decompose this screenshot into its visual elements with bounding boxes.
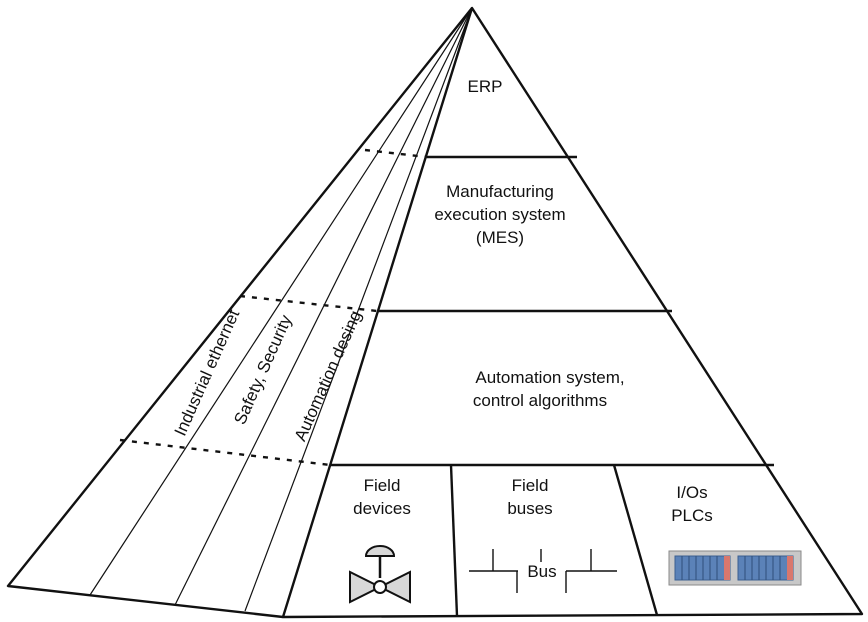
dashed-divider-middle: [239, 294, 378, 313]
automation-label-line2: control algorithms: [473, 391, 607, 410]
bus-line-icon: Bus: [469, 549, 617, 593]
divider-field-1: [449, 464, 459, 617]
side-line-1: [89, 7, 473, 596]
field-buses-label-line2: buses: [507, 499, 552, 518]
side-line-3: [244, 7, 473, 612]
automation-label-line1: Automation system,: [475, 368, 624, 387]
ios-plcs-label-line2: PLCs: [671, 506, 713, 525]
valve-icon: [349, 545, 411, 604]
field-devices-label-line2: devices: [353, 499, 411, 518]
ios-plcs-label-line1: I/Os: [676, 483, 707, 502]
side-line-2: [174, 7, 473, 606]
divider-field-2: [612, 464, 659, 616]
mes-label-line1: Manufacturing: [446, 182, 554, 201]
field-buses-label-line1: Field: [512, 476, 549, 495]
field-devices-label-line1: Field: [364, 476, 401, 495]
bus-label: Bus: [527, 562, 556, 581]
erp-label: ERP: [468, 77, 503, 96]
dashed-divider-upper: [364, 148, 428, 159]
left-face-outline: [6, 7, 473, 619]
dashed-divider-lower: [119, 438, 331, 467]
mes-label-line3: (MES): [476, 228, 524, 247]
plc-module-icon: [668, 550, 802, 586]
front-face-outline: [281, 6, 864, 619]
side-label-automation-design: Automation desing: [291, 308, 366, 444]
mes-label-line2: execution system: [434, 205, 565, 224]
